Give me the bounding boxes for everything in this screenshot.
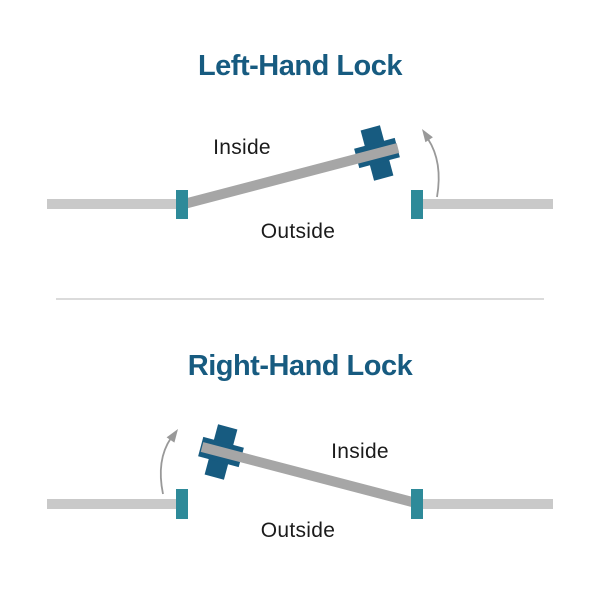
outside-label: Outside: [260, 220, 336, 243]
wall-right-segment: [423, 499, 553, 509]
wall-right-segment: [423, 199, 553, 209]
inside-label: Inside: [213, 136, 271, 159]
outside-label: Outside: [260, 519, 336, 542]
hinge-jamb: [411, 489, 423, 519]
swing-arrow-head-icon: [166, 429, 178, 443]
swing-arrow: [159, 437, 172, 495]
right-hand-lock-diagram: [47, 424, 553, 519]
inside-label: Inside: [331, 440, 389, 463]
latch-jamb: [176, 489, 188, 519]
left-hand-lock-title: Left-Hand Lock: [197, 50, 403, 82]
swing-arrow: [427, 138, 440, 198]
hinge-jamb: [176, 190, 188, 219]
wall-left-segment: [47, 499, 176, 509]
left-hand-lock-diagram: [47, 125, 553, 219]
latch-jamb: [411, 190, 423, 219]
section-divider: [56, 298, 544, 300]
door: [182, 143, 400, 209]
swing-arrow-head-icon: [422, 129, 433, 143]
right-hand-lock-title: Right-Hand Lock: [187, 350, 413, 382]
wall-left-segment: [47, 199, 176, 209]
door: [200, 442, 418, 508]
